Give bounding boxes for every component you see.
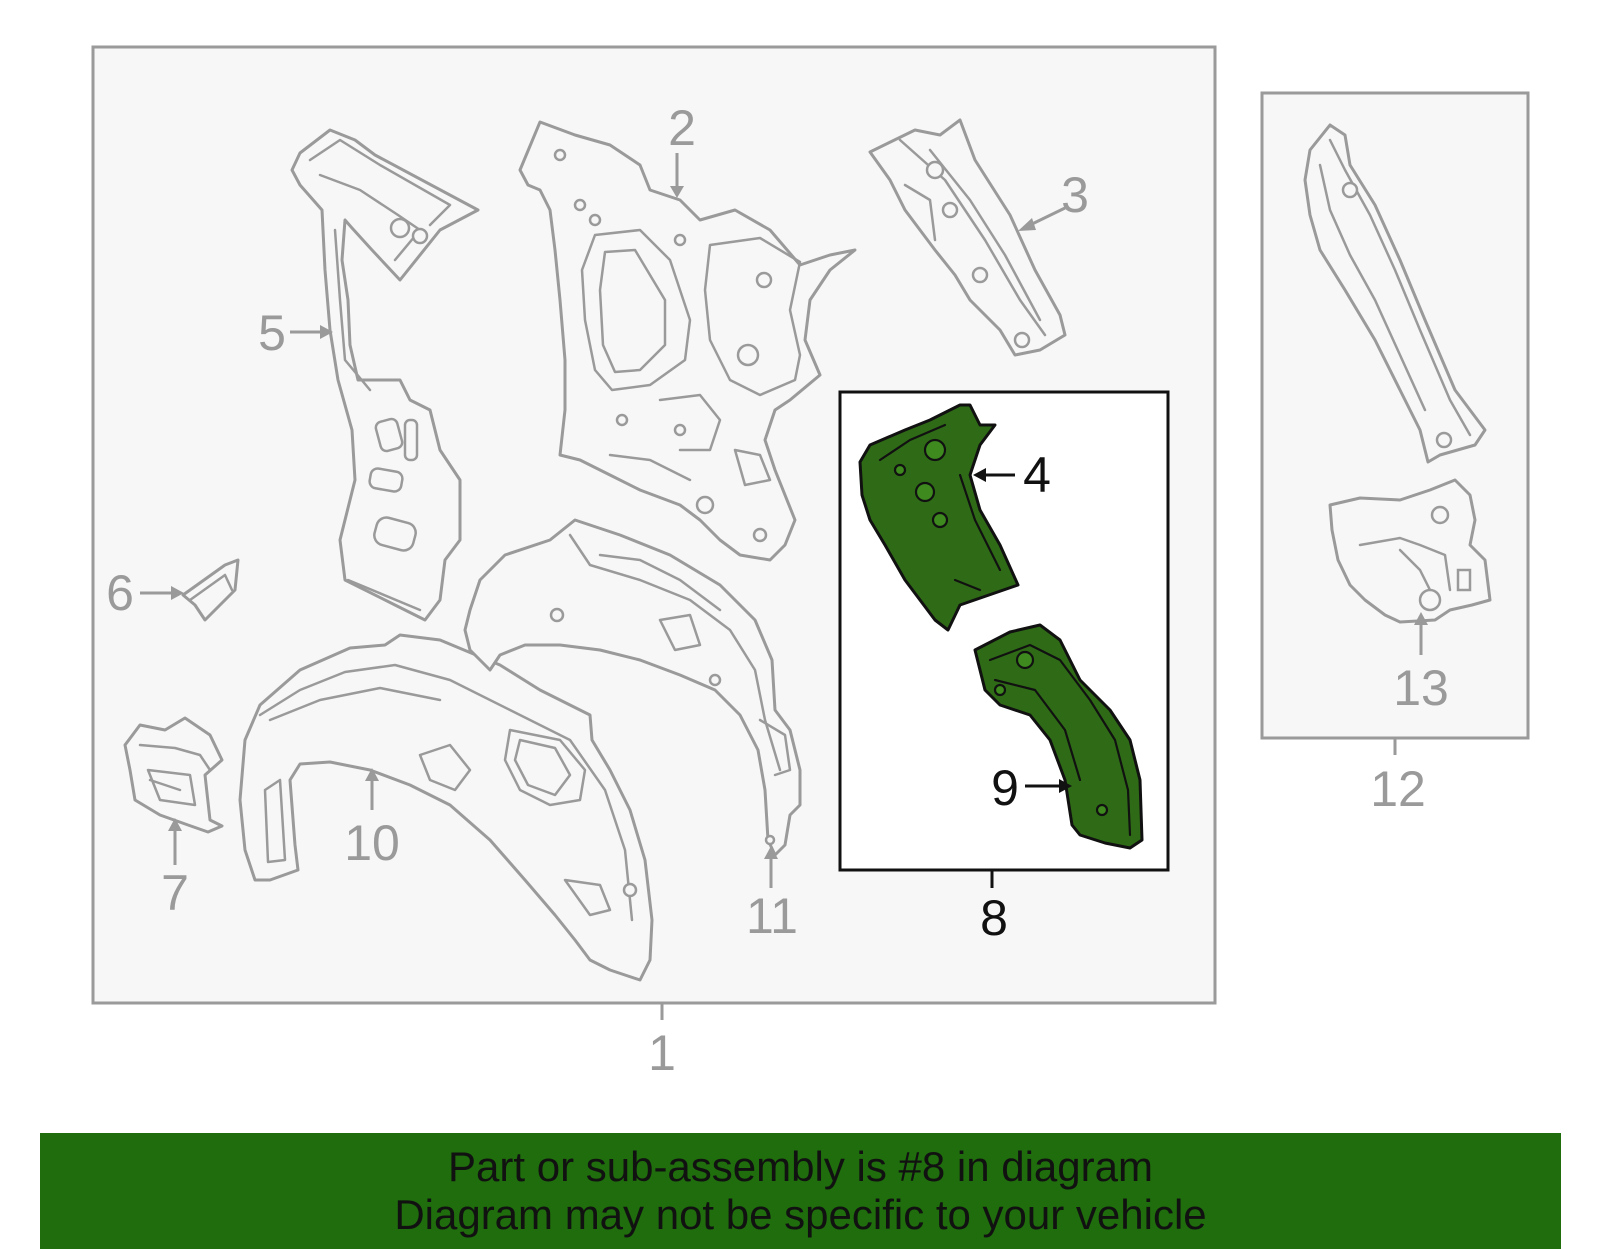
arrow-5 — [320, 325, 333, 339]
part-3-brace[interactable] — [868, 118, 1067, 357]
part-7-bracket[interactable] — [123, 716, 224, 834]
arrow-13 — [1414, 612, 1428, 625]
assembly-12-frame — [1260, 91, 1530, 740]
callout-1: 1 — [648, 1025, 676, 1081]
callout-2: 2 — [668, 100, 696, 156]
leader-3 — [1029, 206, 1066, 227]
callout-10: 10 — [344, 815, 400, 871]
banner-line-1: Part or sub-assembly is #8 in diagram — [448, 1143, 1153, 1190]
callout-7: 7 — [161, 865, 189, 921]
arrow-11 — [764, 846, 778, 859]
part-12-pillar[interactable] — [1303, 123, 1487, 464]
part-13-bracket[interactable] — [1328, 478, 1492, 624]
part-4-highlighted[interactable] — [858, 403, 1020, 632]
part-5-quarter-inner-pillar[interactable] — [290, 128, 480, 622]
arrow-6 — [171, 586, 184, 600]
callout-13: 13 — [1393, 660, 1449, 716]
banner-line-2: Diagram may not be specific to your vehi… — [394, 1191, 1207, 1238]
arrow-10 — [365, 768, 379, 781]
part-6-bracket[interactable] — [181, 558, 240, 622]
callout-3: 3 — [1061, 167, 1089, 223]
arrow-2 — [670, 186, 684, 198]
arrow-4 — [973, 468, 986, 482]
arrow-9 — [1059, 779, 1072, 793]
notice-banner: Part or sub-assembly is #8 in diagram Di… — [40, 1133, 1561, 1249]
part-10-wheelhouse[interactable] — [238, 633, 654, 982]
part-9-highlighted[interactable] — [973, 623, 1144, 850]
callout-5: 5 — [258, 305, 286, 361]
callout-11: 11 — [746, 888, 798, 944]
callout-6: 6 — [106, 565, 134, 621]
arrow-7 — [168, 818, 182, 831]
callout-8: 8 — [980, 890, 1008, 946]
callout-12: 12 — [1370, 761, 1426, 817]
callout-4: 4 — [1023, 447, 1051, 503]
part-11-wheelhouse-inner[interactable] — [463, 518, 802, 857]
arrow-3 — [1018, 218, 1036, 231]
part-2-quarter-inner-panel[interactable] — [518, 120, 857, 562]
callout-9: 9 — [991, 760, 1019, 816]
